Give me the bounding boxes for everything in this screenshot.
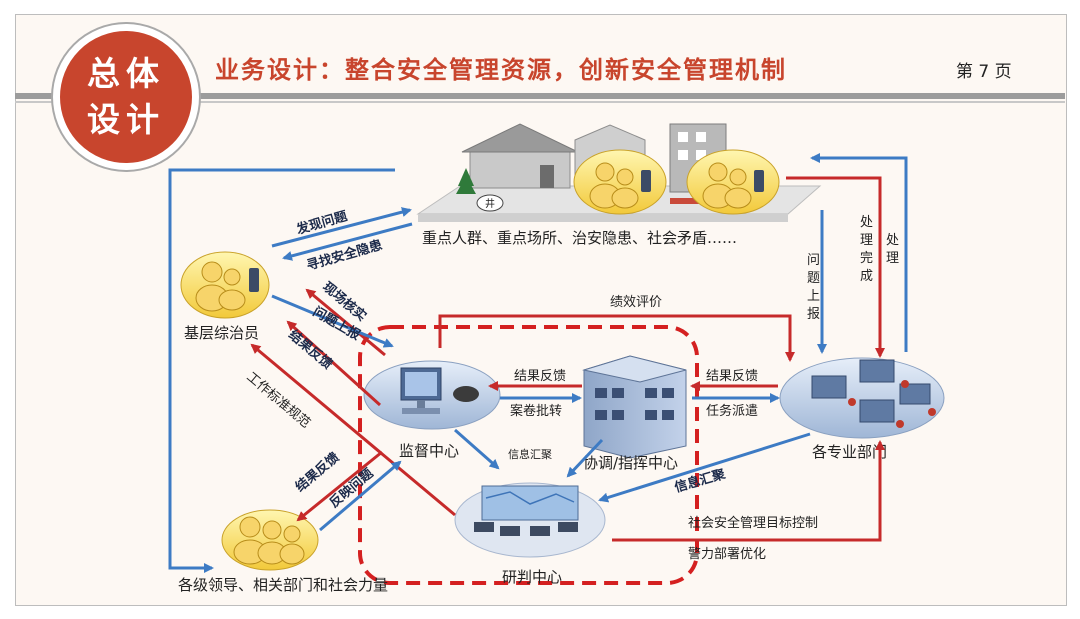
svg-text:理: 理: [886, 251, 899, 266]
arrow-feedback-1: [286, 320, 382, 407]
label-feedback-1: 结果反馈: [285, 327, 335, 373]
label-task-dispatch: 任务派遣: [706, 403, 758, 419]
svg-text:报: 报: [807, 307, 820, 322]
svg-text:题: 题: [807, 271, 820, 286]
svg-text:上: 上: [807, 289, 820, 304]
badge-line-2: 设计: [87, 100, 165, 139]
header-divider: [15, 93, 1065, 99]
grassroots-officer-icon: [180, 251, 270, 319]
section-badge: 总体 设计: [53, 24, 199, 170]
departments-icon: [779, 357, 945, 439]
label-mgmt-target: 社会安全管理目标控制: [688, 515, 818, 531]
arrow-info-gather-coord: [566, 438, 604, 478]
label-info-gather-1: 信息汇聚: [508, 447, 552, 461]
arrow-reflect-problem: [319, 460, 402, 532]
arrow-onsite-check: [305, 288, 386, 357]
arrow-find-problems: [271, 207, 412, 248]
header-divider-thin: [15, 101, 1065, 103]
arrow-report-problem: [271, 294, 394, 348]
supervision-label: 监督中心: [399, 442, 459, 460]
label-info-gather-2: 信息汇聚: [673, 466, 728, 496]
svg-text:问: 问: [807, 253, 820, 268]
arrow-left-loop: [168, 168, 395, 573]
key-targets-scene: 井: [416, 123, 822, 222]
arrow-handle: [810, 153, 908, 352]
core-region-dashed-box: [358, 325, 699, 585]
coordination-center-icon: [582, 355, 687, 459]
departments-label: 各专业部门: [812, 443, 887, 461]
arrow-performance-eval: [438, 314, 795, 362]
label-case-approval: 案卷批转: [510, 403, 562, 419]
badge-line-1: 总体: [87, 54, 165, 93]
label-report-up: 问 题 上 报: [807, 253, 820, 322]
svg-text:处: 处: [860, 215, 873, 230]
arrow-seek-hazards: [282, 222, 413, 261]
arrow-handle-done: [786, 176, 885, 358]
label-handle: 处 理: [886, 233, 899, 266]
svg-text:成: 成: [860, 269, 873, 284]
well-sign: 井: [485, 197, 495, 210]
analysis-label: 研判中心: [502, 568, 562, 586]
arrow-info-gather-1: [454, 428, 500, 470]
grassroots-label: 基层综治员: [184, 324, 259, 342]
leaders-icon: [221, 509, 319, 571]
arrow-feedback-2: [296, 450, 383, 522]
label-handle-done: 处 理 完 成: [860, 215, 873, 284]
arrow-work-standard: [250, 343, 456, 517]
label-work-standard: 工作标准规范: [243, 370, 312, 432]
svg-text:完: 完: [860, 251, 873, 266]
arrow-analysis-to-departments: [612, 440, 885, 542]
label-performance-eval: 绩效评价: [610, 295, 662, 310]
label-feedback-4: 结果反馈: [706, 369, 758, 384]
page-number: 第 7 页: [956, 62, 1012, 82]
svg-text:处: 处: [886, 233, 899, 248]
supervision-center-icon: [363, 360, 501, 430]
label-feedback-3: 结果反馈: [514, 369, 566, 384]
key-targets-label: 重点人群、重点场所、治安隐患、社会矛盾……: [422, 229, 737, 247]
analysis-center-icon: [454, 482, 606, 558]
leaders-label: 各级领导、相关部门和社会力量: [178, 576, 388, 594]
coordination-label: 协调/指挥中心: [583, 454, 678, 472]
label-police-opt: 警力部署优化: [688, 546, 766, 562]
arrow-info-gather-2: [598, 432, 811, 503]
svg-text:理: 理: [860, 233, 873, 248]
page-title: 业务设计：整合安全管理资源，创新安全管理机制: [215, 55, 787, 84]
